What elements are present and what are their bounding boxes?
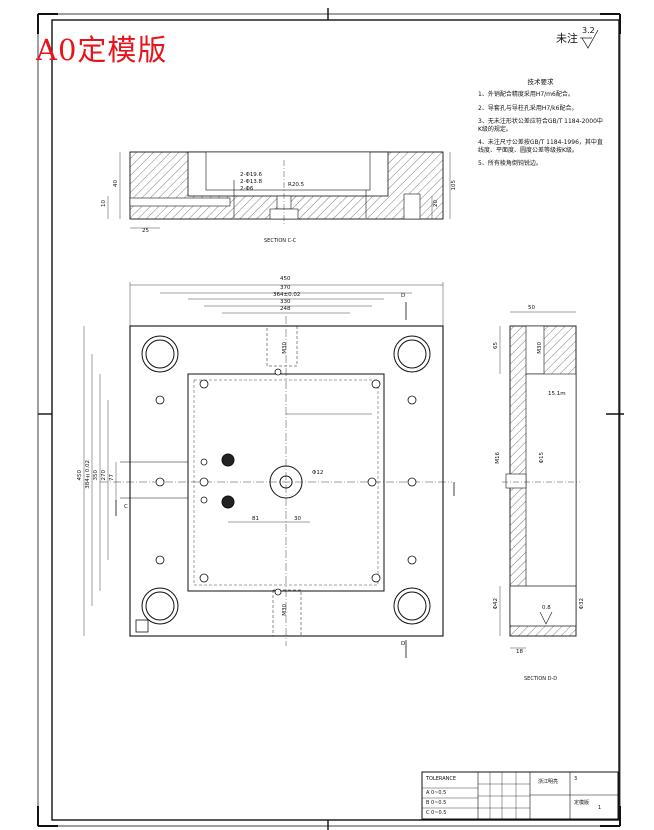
section-d-d (499, 311, 580, 649)
dim-105: 105 (451, 180, 457, 191)
title-block (421, 771, 619, 820)
dim-m30-top: M30 (282, 342, 288, 354)
roughness-value: 3.2 (582, 26, 595, 35)
dim-18: 18 (516, 649, 523, 655)
guide-bush-holes (141, 335, 431, 625)
dim-30: 30 (294, 516, 301, 522)
dim-phi15: Φ15 (539, 452, 545, 464)
dim-2-phi6: 2-Φ6 (240, 186, 254, 192)
note-item: 4、未注尺寸公差按GB/T 1184-1996，其中直线度、平面度、圆度公差等级… (478, 139, 603, 154)
dim-65: 65 (493, 342, 499, 349)
note-item: 3、无未注形状公差应符合GB/T 1184-2000中K级的规定。 (478, 118, 603, 133)
note-item: 5、所有棱角倒钝锐边。 (478, 160, 542, 168)
roughness-label: 未注 (556, 32, 578, 45)
technical-notes: 技术要求 1、外销配合精度采用H7/m6配合。 2、导套孔与导柱孔采用H7/k6… (478, 78, 603, 174)
dim-r20-5: R20.5 (288, 182, 305, 188)
dim-10: 10 (101, 200, 107, 207)
screw-holes (155, 368, 417, 596)
tolerance-row: C 0~0.5 (426, 810, 447, 816)
dim-270: 270 (101, 470, 107, 481)
dim-0-8: 0.8 (542, 605, 551, 611)
cooling-plugs (221, 453, 235, 509)
section-d-arrows (115, 302, 455, 658)
dim-77: 77 (109, 474, 115, 481)
company-name: 浙江明亮 (538, 779, 559, 785)
section-c-c (107, 151, 451, 229)
dim-25: 25 (142, 228, 149, 234)
dim-r20: Φ12 (312, 470, 324, 476)
roughness-symbol (580, 29, 599, 49)
dim-2-phi13-8: 2-Φ13.8 (240, 179, 263, 185)
dim-m16: M16 (495, 452, 501, 464)
dim-364: 364±0.02 (273, 292, 301, 298)
dim-phi32: Φ32 (579, 598, 585, 610)
section-mark-d: D (401, 293, 406, 299)
section-mark-c: C (124, 504, 128, 510)
dim-m30-bottom: M30 (282, 604, 288, 616)
dim-20: 20 (433, 200, 439, 207)
dim-248: 248 (280, 306, 291, 312)
tolerance-title: TOLERANCE (426, 776, 457, 782)
material: 1 (598, 805, 602, 811)
part-name: 定模版 (574, 800, 590, 806)
dim-350: 350 (93, 470, 99, 481)
dim-40: 40 (113, 180, 119, 187)
dim-side-height: 450 (77, 470, 83, 481)
sprue-bush (269, 465, 303, 499)
dim-50: 50 (528, 305, 535, 311)
dim-384: 384±0.02 (85, 460, 91, 489)
section-mark-d-bottom: D (401, 641, 406, 647)
red-stamp-title: A0定模版 (36, 33, 168, 67)
tolerance-row: A 0~0.5 (426, 790, 447, 796)
dim-81: 81 (252, 516, 259, 522)
notes-title: 技术要求 (527, 78, 554, 86)
section-d-title: SECTION D-D (524, 676, 558, 682)
dim-m30-side: M30 (537, 342, 543, 354)
section-c-title: SECTION C-C (264, 238, 297, 244)
border-frame (37, 8, 624, 830)
dim-2-phi19-6: 2-Φ19.6 (240, 172, 263, 178)
dim-phi42: Φ42 (493, 598, 499, 610)
drawing-number: 3 (574, 776, 578, 782)
dim-330: 330 (280, 299, 291, 305)
dim-15-1m: 15.1m (548, 391, 566, 397)
dim-370: 370 (280, 285, 291, 291)
note-item: 1、外销配合精度采用H7/m6配合。 (478, 91, 574, 99)
note-item: 2、导套孔与导柱孔采用H7/k6配合。 (478, 104, 578, 112)
tolerance-row: B 0~0.5 (426, 800, 447, 806)
dim-width-overall: 450 (280, 276, 291, 282)
plan-dimensions (83, 282, 444, 636)
